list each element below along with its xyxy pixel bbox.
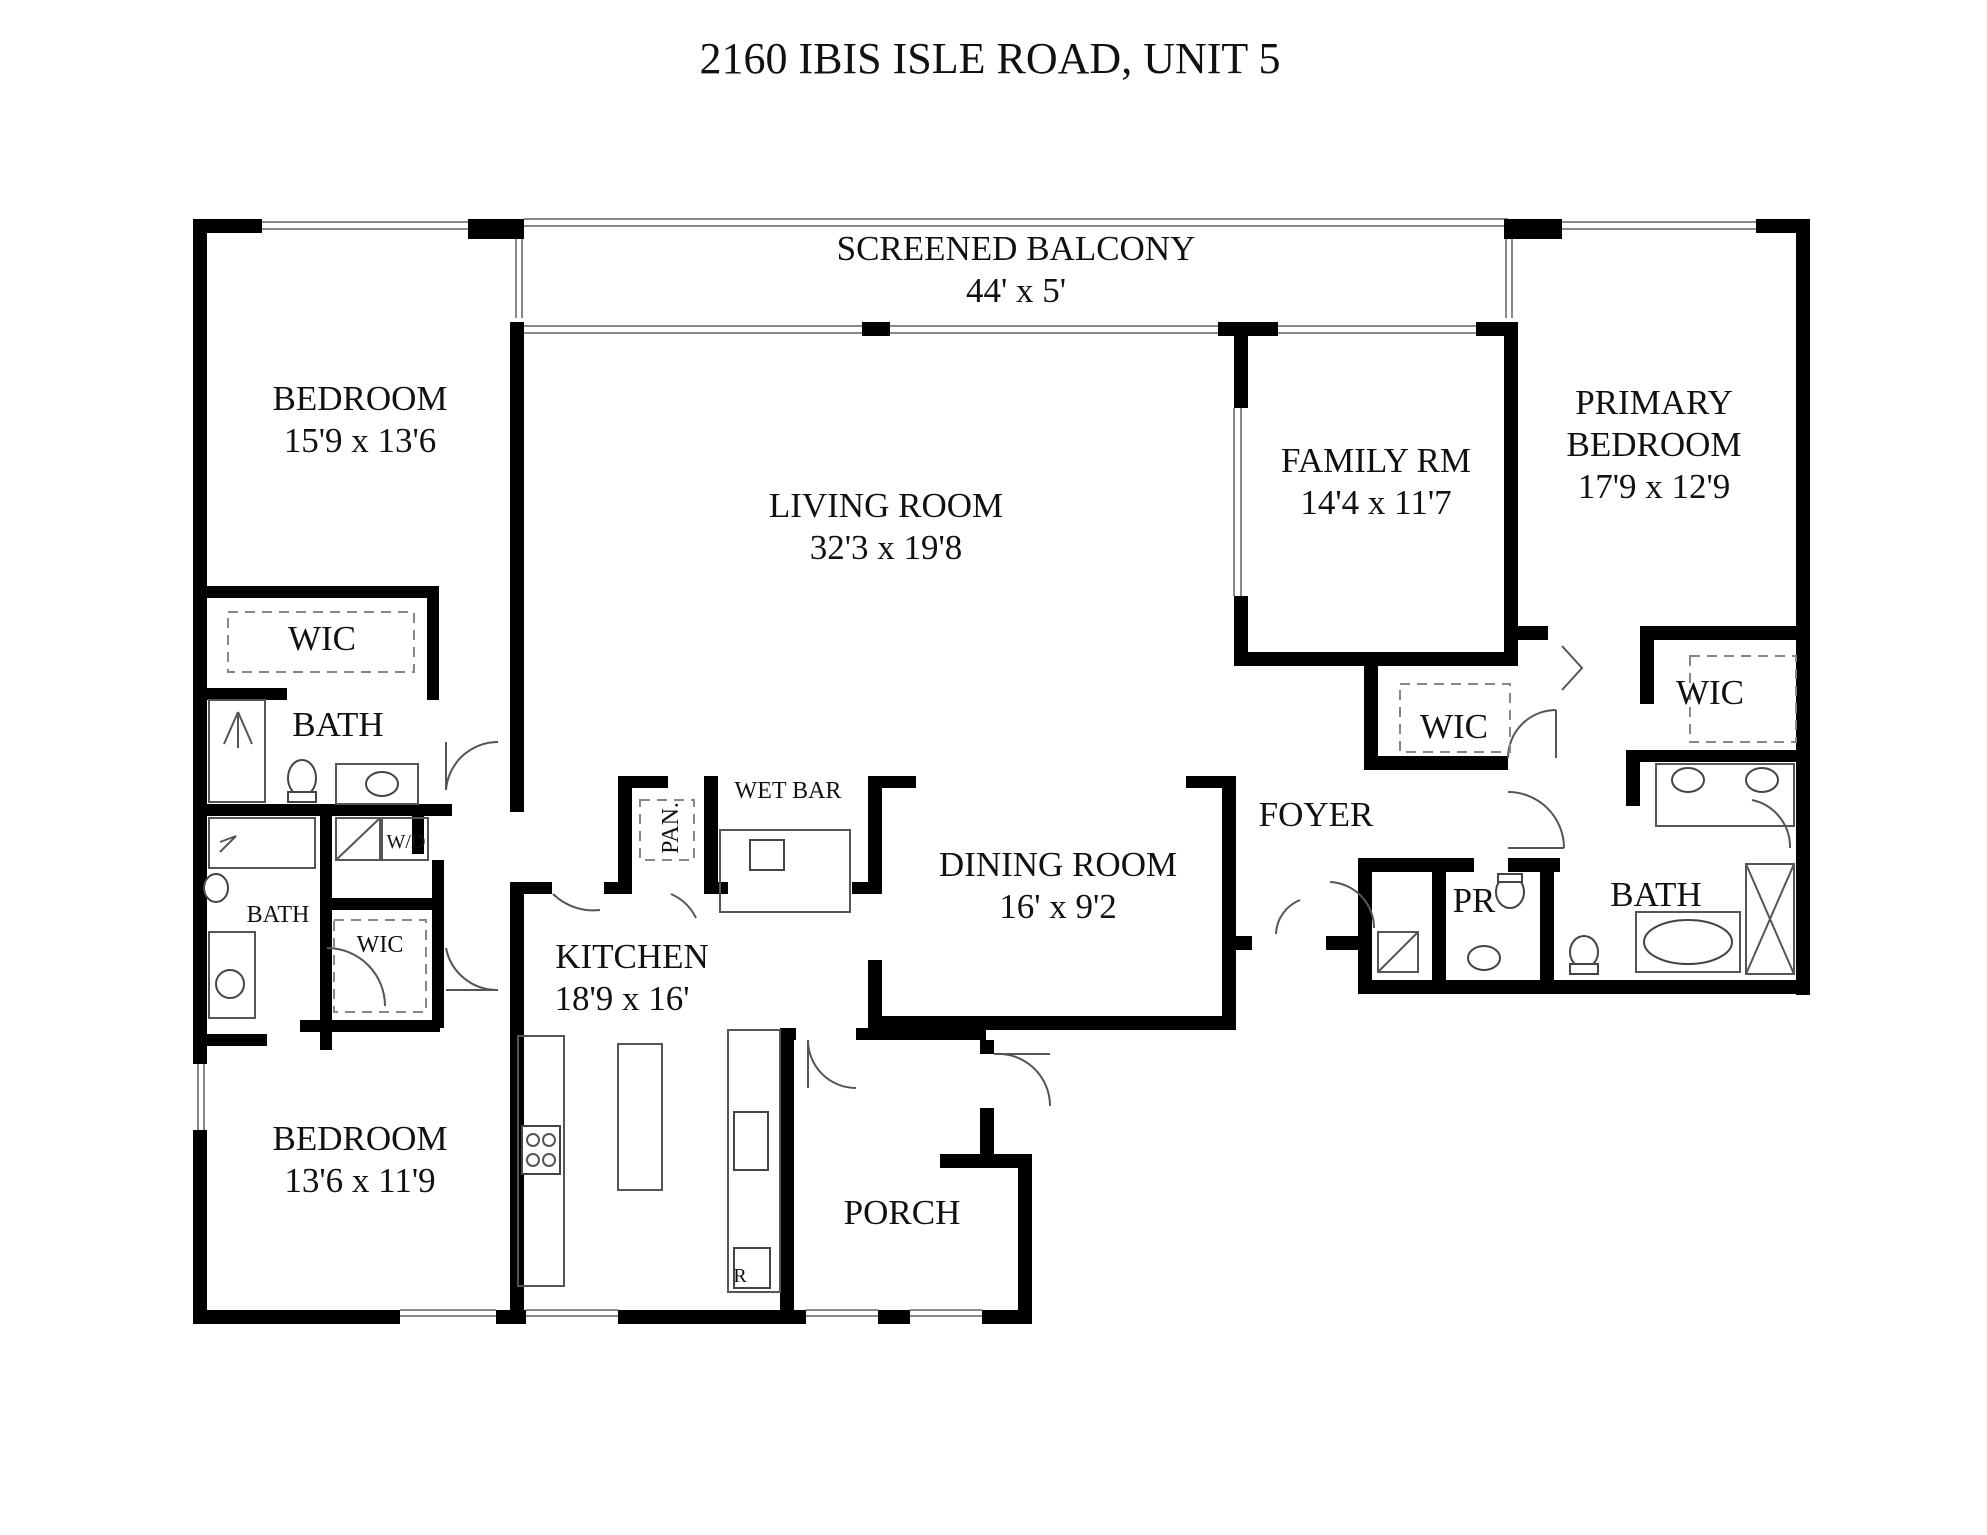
pantry-label: PAN.: [658, 802, 684, 854]
wd-label: W/D: [387, 831, 426, 853]
primary-bedroom-name-2: BEDROOM: [1566, 425, 1741, 464]
primary-bedroom-name-1: PRIMARY: [1575, 383, 1733, 422]
doors: [326, 645, 1792, 1107]
wic-left-label: WIC: [288, 619, 356, 658]
bath-left-label: BATH: [292, 705, 383, 744]
wic-small-label: WIC: [357, 932, 404, 958]
dining-room-size: 16' x 9'2: [999, 887, 1117, 926]
balcony-name: SCREENED BALCONY: [837, 229, 1196, 268]
wet-bar-label: WET BAR: [735, 778, 842, 804]
room-labels: SCREENED BALCONY 44' x 5' BEDROOM 15'9 x…: [247, 229, 1744, 1287]
fixtures: [203, 611, 1797, 1293]
bedroom-bottom-size: 13'6 x 11'9: [284, 1161, 435, 1200]
living-room-name: LIVING ROOM: [769, 486, 1003, 525]
refrigerator-label: R: [733, 1265, 747, 1287]
bedroom-bottom-name: BEDROOM: [272, 1119, 447, 1158]
walls: [193, 219, 1810, 1324]
kitchen-name: KITCHEN: [555, 937, 709, 976]
primary-bedroom-size: 17'9 x 12'9: [1578, 467, 1731, 506]
wic-center-label: WIC: [1420, 707, 1488, 746]
kitchen-size: 18'9 x 16': [554, 979, 689, 1018]
porch-label: PORCH: [844, 1193, 961, 1232]
bedroom-top-name: BEDROOM: [272, 379, 447, 418]
plan-title: 2160 IBIS ISLE ROAD, UNIT 5: [700, 34, 1281, 83]
family-room-size: 14'4 x 11'7: [1300, 483, 1451, 522]
living-room-size: 32'3 x 19'8: [810, 528, 963, 567]
bath-primary-label: BATH: [1610, 875, 1701, 914]
foyer-label: FOYER: [1259, 795, 1374, 834]
bedroom-top-size: 15'9 x 13'6: [284, 421, 437, 460]
balcony-size: 44' x 5': [966, 271, 1066, 310]
dining-room-name: DINING ROOM: [939, 845, 1177, 884]
wic-right-label: WIC: [1676, 673, 1744, 712]
bath-small-label: BATH: [247, 902, 310, 928]
powder-room-label: PR: [1453, 881, 1496, 920]
family-room-name: FAMILY RM: [1281, 441, 1471, 480]
